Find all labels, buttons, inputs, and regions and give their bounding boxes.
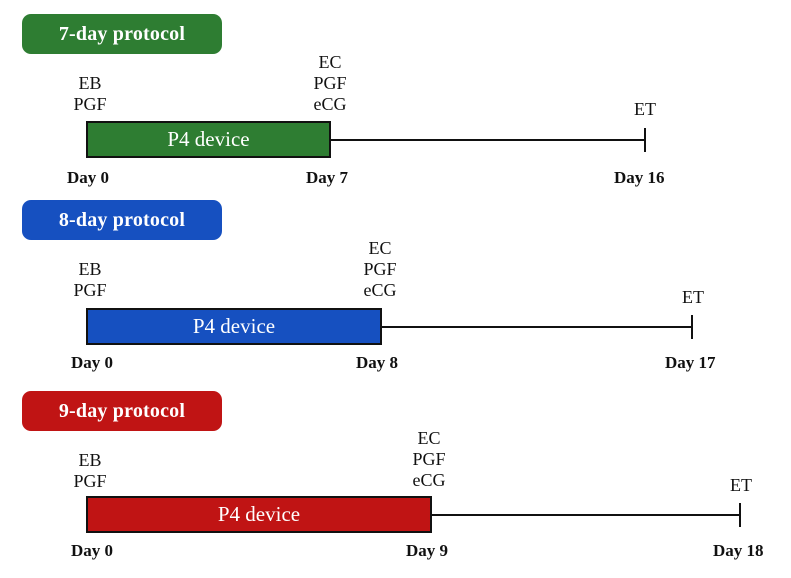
end-event: ET — [682, 287, 704, 307]
day-mid-label: Day 7 — [306, 168, 349, 187]
timeline-line — [382, 326, 692, 328]
start-events: EB PGF — [73, 259, 107, 300]
protocol-title-badge: 7-day protocol — [22, 14, 222, 54]
day-start-label: Day 0 — [71, 541, 114, 560]
mid-events: EC PGF eCG — [412, 428, 446, 490]
day-end-label: Day 18 — [713, 541, 764, 560]
start-events: EB PGF — [73, 450, 107, 491]
day-end-label: Day 16 — [614, 168, 665, 187]
timeline-end-tick — [644, 128, 646, 152]
day-mid-label: Day 9 — [406, 541, 449, 560]
day-start-label: Day 0 — [71, 353, 114, 372]
timeline-end-tick — [739, 503, 741, 527]
day-start-label: Day 0 — [67, 168, 110, 187]
timeline-line — [432, 514, 740, 516]
protocol-title-badge: 9-day protocol — [22, 391, 222, 431]
mid-events: EC PGF eCG — [313, 52, 347, 114]
mid-events: EC PGF eCG — [363, 238, 397, 300]
p4-device-bar: P4 device — [86, 121, 331, 158]
day-end-label: Day 17 — [665, 353, 716, 372]
timeline-end-tick — [691, 315, 693, 339]
timeline-line — [331, 139, 645, 141]
p4-device-bar: P4 device — [86, 496, 432, 533]
end-event: ET — [634, 99, 656, 119]
start-events: EB PGF — [73, 73, 107, 114]
p4-device-bar: P4 device — [86, 308, 382, 345]
end-event: ET — [730, 475, 752, 495]
day-mid-label: Day 8 — [356, 353, 399, 372]
protocol-title-badge: 8-day protocol — [22, 200, 222, 240]
